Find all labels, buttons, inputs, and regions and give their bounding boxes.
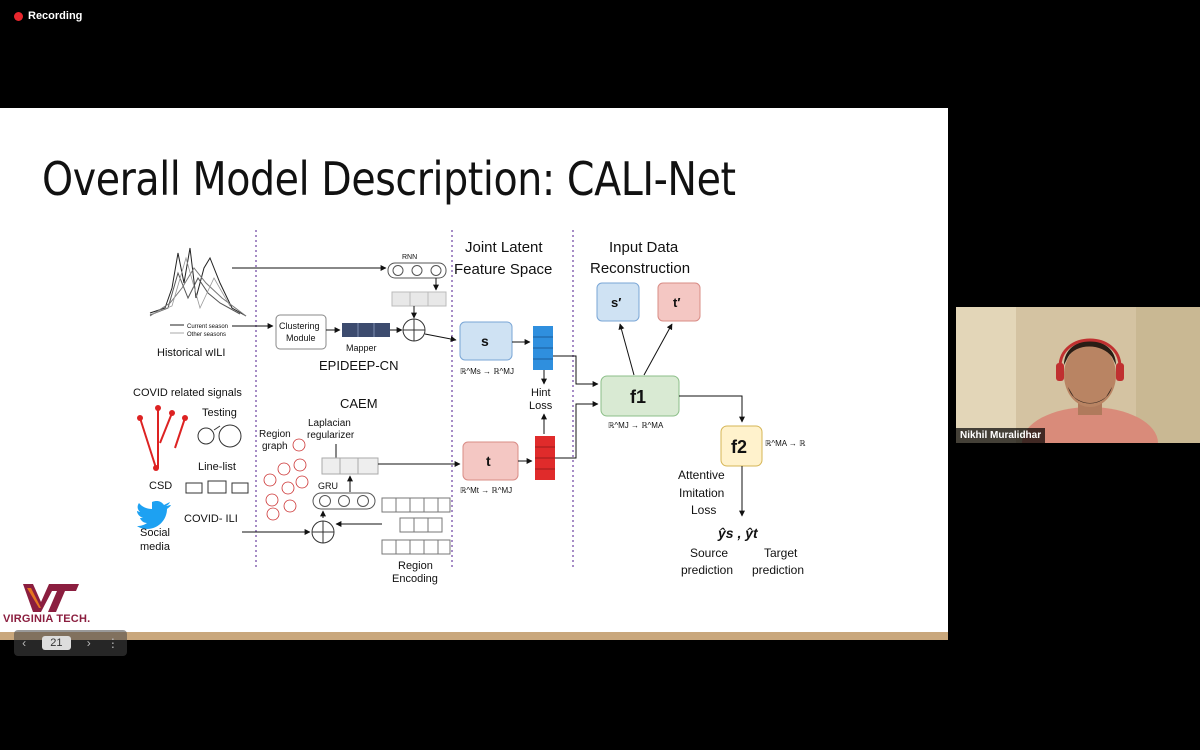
participant-name-tag: Nikhil Muralidhar	[956, 428, 1046, 443]
hint-label-1: Hint	[531, 387, 551, 399]
mapper-block	[342, 323, 390, 337]
hint-label-2: Loss	[529, 400, 553, 412]
virginia-tech-name: VIRGINIA TECH.	[3, 613, 91, 625]
slide-pager: ‹ 21 › ⋮	[14, 630, 127, 656]
clustering-module-box	[275, 314, 327, 350]
testing-label: Testing	[202, 407, 237, 419]
s-latent-cube	[533, 326, 553, 370]
covid-ili-label: COVID- ILI	[184, 513, 238, 525]
region-graph-label-2: graph	[262, 441, 288, 452]
region-encoding-label-2: Encoding	[392, 573, 438, 585]
s-label: s	[481, 333, 489, 349]
recording-dot-icon	[14, 11, 23, 21]
epideep-label: EPIDEEP-CN	[319, 358, 398, 373]
f1-label: f1	[630, 387, 646, 407]
f2-label: f2	[731, 437, 747, 457]
source-label-2: prediction	[681, 563, 733, 577]
line-list-label: Line-list	[198, 461, 236, 473]
social-label-1: Social	[140, 527, 170, 539]
slide-title: Overall Model Description: CALI-Net	[42, 152, 736, 206]
s-map-label: ℝ^Ms → ℝ^MJ	[460, 367, 514, 376]
caem-vector	[321, 457, 379, 475]
legend-other: Other seasons	[187, 332, 226, 338]
region-encoding-label-1: Region	[398, 560, 433, 572]
historical-wili-plot	[149, 247, 247, 334]
covid-signals-label: COVID related signals	[133, 387, 242, 399]
legend-current: Current season	[187, 324, 228, 330]
input-data-label-1: Input Data	[609, 239, 679, 256]
csd-label: CSD	[149, 480, 172, 492]
target-label-1: Target	[764, 546, 798, 560]
rnn-label: RNN	[402, 254, 417, 261]
target-label-2: prediction	[752, 563, 804, 577]
f2-map-label: ℝ^MA → ℝ	[765, 439, 806, 448]
attentive-label-1: Attentive	[678, 468, 725, 482]
recording-label: Recording	[28, 10, 83, 22]
attentive-label-2: Imitation	[679, 486, 724, 500]
participant-video[interactable]	[956, 307, 1200, 443]
t-latent-cube	[535, 436, 555, 480]
historical-wili-label: Historical wILI	[157, 347, 225, 359]
slide-footer-bar	[0, 632, 948, 640]
f1-map-label: ℝ^MJ → ℝ^MA	[608, 421, 664, 430]
testing-icon	[197, 424, 242, 448]
source-label-1: Source	[690, 546, 728, 560]
laplacian-label-1: Laplacian	[308, 418, 351, 429]
gru-label: GRU	[318, 481, 338, 491]
s-prime-label: s′	[611, 295, 621, 310]
prev-slide-icon[interactable]: ‹	[22, 636, 27, 650]
t-map-label: ℝ^Mt → ℝ^MJ	[460, 486, 512, 495]
clustering-label-2: Module	[286, 333, 316, 343]
recording-indicator: Recording	[14, 10, 82, 22]
csd-tree-icon	[137, 405, 188, 471]
t-label: t	[486, 453, 491, 469]
region-graph-label-1: Region	[259, 429, 291, 440]
s-box	[459, 321, 513, 361]
region-encoding-icon	[381, 497, 451, 555]
line-list-icon	[185, 480, 249, 494]
mapper-label: Mapper	[346, 343, 377, 353]
attentive-label-3: Loss	[691, 503, 716, 517]
clustering-label-1: Clustering	[279, 321, 320, 331]
t-prime-label: t′	[673, 295, 680, 310]
shared-slide: Overall Model Description: CALI-Net Curr…	[0, 108, 948, 632]
input-data-label-2: Reconstruction	[590, 260, 690, 277]
region-graph-icon	[263, 438, 309, 521]
slide-number: 21	[42, 636, 71, 650]
s-prime-box	[596, 282, 640, 322]
joint-latent-label-1: Joint Latent	[465, 239, 543, 256]
participant-video-frame	[956, 307, 1200, 443]
outputs-label: ŷs , ŷt	[717, 525, 759, 541]
laplacian-label-2: regularizer	[307, 430, 355, 441]
next-slide-icon[interactable]: ›	[86, 636, 91, 650]
twitter-bird-icon	[137, 501, 171, 529]
t-prime-box	[657, 282, 701, 322]
more-options-icon[interactable]: ⋮	[106, 636, 119, 650]
joint-latent-label-2: Feature Space	[454, 261, 552, 278]
model-diagram: Current season Other seasons Historical …	[133, 230, 806, 585]
caem-label: CAEM	[340, 396, 378, 411]
virginia-tech-logo	[23, 584, 79, 612]
social-label-2: media	[140, 541, 171, 553]
